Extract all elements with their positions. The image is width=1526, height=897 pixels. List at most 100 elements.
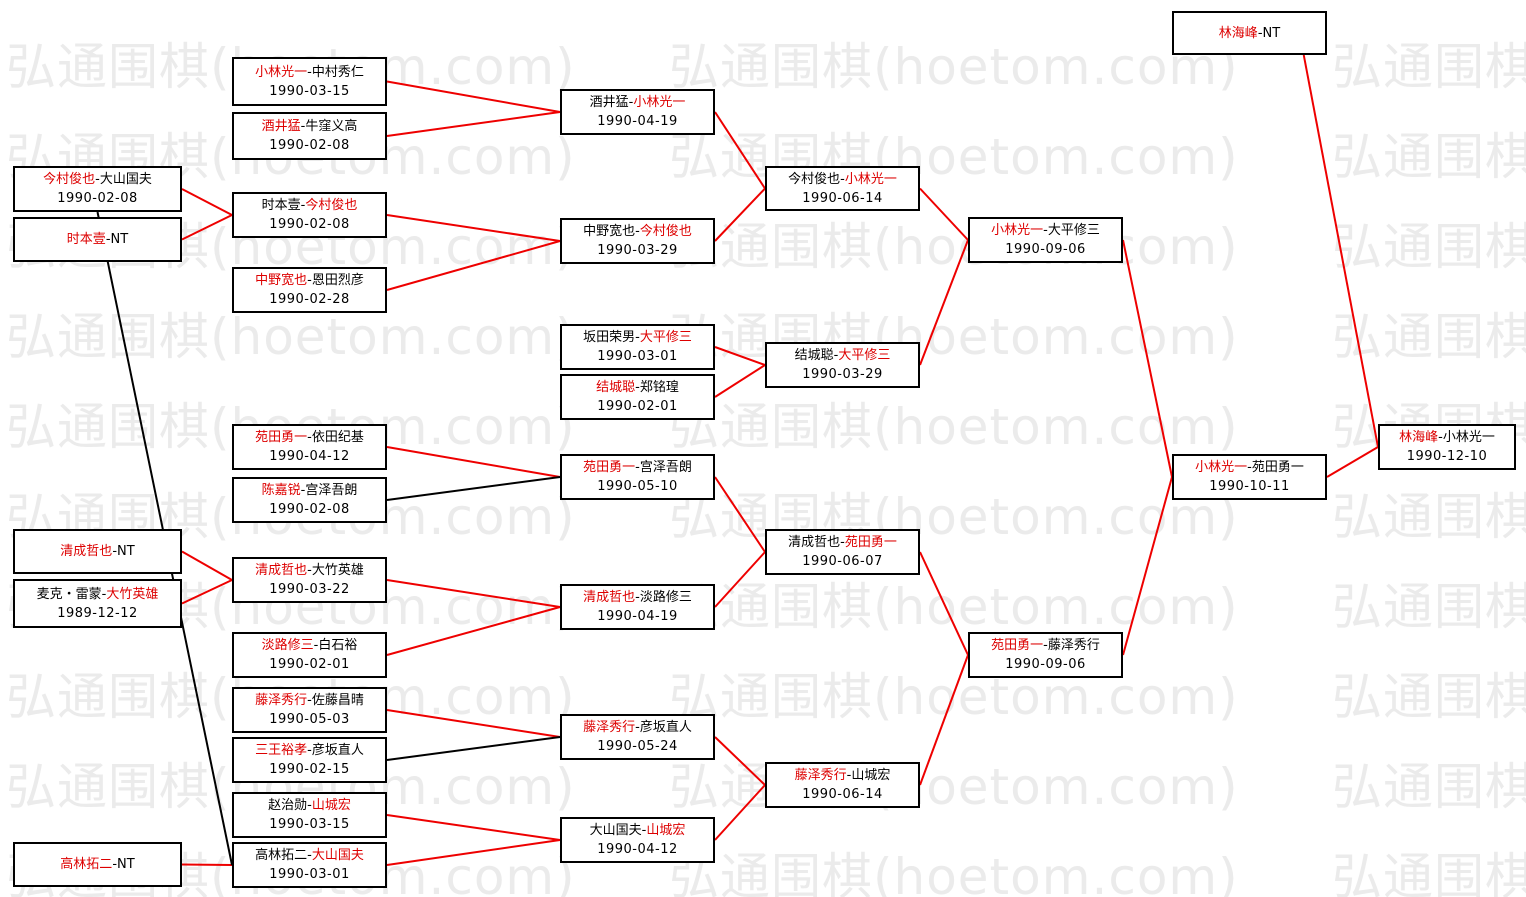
name-separator: - <box>105 232 111 247</box>
player1-name: 苑田勇一 <box>583 460 636 475</box>
name-separator: - <box>1257 25 1263 41</box>
name-separator: - <box>112 857 118 872</box>
match-date: 1990-12-10 <box>1406 449 1488 464</box>
connector-c7-d6 <box>386 579 561 608</box>
match-date: 1990-03-01 <box>269 867 350 882</box>
name-separator: - <box>307 64 312 80</box>
match-date: 1990-04-12 <box>269 449 350 464</box>
player1-name: 酒井猛 <box>261 119 301 134</box>
name-separator: - <box>635 330 640 345</box>
player1-name: 清成哲也 <box>788 535 841 550</box>
player1-name: 藤泽秀行 <box>794 768 847 783</box>
player2-name: 大平修三 <box>1047 223 1100 238</box>
player2-name: 大山国夫 <box>99 172 152 187</box>
player1-name: 今村俊也 <box>788 171 841 187</box>
name-separator: - <box>1043 223 1048 238</box>
name-separator: - <box>307 430 312 445</box>
match-box-b1: 今村俊也-大山国夫 1990-02-08 <box>13 166 182 212</box>
watermark-text: 弘通围棋(hoetom.com) <box>669 218 1239 276</box>
player1-name: 清成哲也 <box>60 544 113 559</box>
player1-name: 林海峰 <box>1399 430 1439 445</box>
player1-name: 藤泽秀行 <box>583 720 636 735</box>
match-date: 1990-03-15 <box>269 817 350 832</box>
watermark-text: 弘通围棋(hoetom.com) <box>669 848 1239 897</box>
connector-c12-d8 <box>386 839 561 866</box>
player1-name: 坂田荣男 <box>583 330 636 345</box>
match-date: 1990-02-08 <box>269 502 350 517</box>
match-players: 酒井猛-小林光一 <box>590 93 686 112</box>
player1-name: 陈嘉锐 <box>261 483 301 498</box>
player2-name: 大竹英雄 <box>311 563 364 578</box>
connector-e3-f2 <box>919 551 969 656</box>
watermark-text: 弘通围棋(hoetom.com) <box>1332 38 1526 96</box>
match-date: 1990-06-14 <box>802 190 883 206</box>
match-players: 淡路修三-白石裕 <box>262 636 358 655</box>
match-players: 清成哲也-大竹英雄 <box>255 561 364 580</box>
player1-name: 苑田勇一 <box>255 430 308 445</box>
player2-name: 宫泽吾朗 <box>305 483 358 498</box>
match-players: 小林光一-大平修三 <box>991 221 1100 240</box>
connector-c8-d6 <box>386 606 561 656</box>
name-separator: - <box>846 768 852 783</box>
match-players: 苑田勇一-藤泽秀行 <box>991 636 1100 655</box>
watermark-text: 弘通围棋(hoetom.com) <box>1332 218 1526 276</box>
connector-g1-h1 <box>1302 54 1379 448</box>
player1-name: 结城聪 <box>596 380 636 395</box>
match-players: 高林拓二-NT <box>60 855 134 874</box>
match-date: 1990-10-11 <box>1209 479 1290 494</box>
connector-d8-e4 <box>714 784 766 841</box>
connector-b4-c7 <box>181 579 233 605</box>
match-date: 1990-03-22 <box>269 582 350 597</box>
match-date: 1990-05-10 <box>597 479 678 494</box>
player1-name: 清成哲也 <box>255 563 308 578</box>
match-players: 酒井猛-牛窪义高 <box>262 117 358 136</box>
player2-name: NT <box>1262 25 1281 41</box>
player1-name: 清成哲也 <box>583 590 636 605</box>
match-date: 1990-02-28 <box>269 292 350 307</box>
player1-name: 苑田勇一 <box>991 638 1044 653</box>
player1-name: 小林光一 <box>255 64 308 80</box>
watermark-text: 弘通围棋(hoetom.com) <box>1332 668 1526 726</box>
match-date: 1990-05-24 <box>597 739 678 754</box>
player1-name: 林海峰 <box>1218 25 1258 41</box>
connector-e1-f1 <box>919 187 969 241</box>
player1-name: 中野宽也 <box>583 224 636 239</box>
match-players: 藤泽秀行-佐藤昌晴 <box>255 691 364 710</box>
connector-c11-d8 <box>386 814 561 841</box>
player1-name: 三王裕孝 <box>255 743 308 758</box>
match-date: 1990-03-15 <box>269 83 350 99</box>
match-players: 麦克・雷蒙-大竹英雄 <box>37 585 159 604</box>
match-date: 1990-02-08 <box>57 191 138 206</box>
player2-name: 宫泽吾朗 <box>639 460 692 475</box>
name-separator: - <box>635 380 640 395</box>
watermark-text: 弘通围棋(hoetom.com) <box>669 488 1239 546</box>
watermark-text: 弘通围棋(hoetom.com) <box>1332 128 1526 186</box>
name-separator: - <box>628 95 634 110</box>
watermark-text: 弘通围棋(hoetom.com) <box>669 398 1239 456</box>
connector-e4-f2 <box>919 654 969 786</box>
match-players: 今村俊也-大山国夫 <box>43 170 152 189</box>
watermark-text: 弘通围棋(hoetom.com) <box>1332 578 1526 636</box>
connector-c3-d2 <box>386 214 561 242</box>
player2-name: 小林光一 <box>844 171 897 187</box>
name-separator: - <box>1043 638 1048 653</box>
connector-f1-g2 <box>1122 239 1173 478</box>
name-separator: - <box>635 224 640 239</box>
player2-name: 淡路修三 <box>639 590 692 605</box>
player2-name: 恩田烈彦 <box>311 273 364 288</box>
name-separator: - <box>300 119 306 134</box>
match-date: 1990-02-08 <box>269 217 350 232</box>
name-separator: - <box>307 563 312 578</box>
match-date: 1990-04-19 <box>597 609 678 624</box>
name-separator: - <box>101 586 107 602</box>
